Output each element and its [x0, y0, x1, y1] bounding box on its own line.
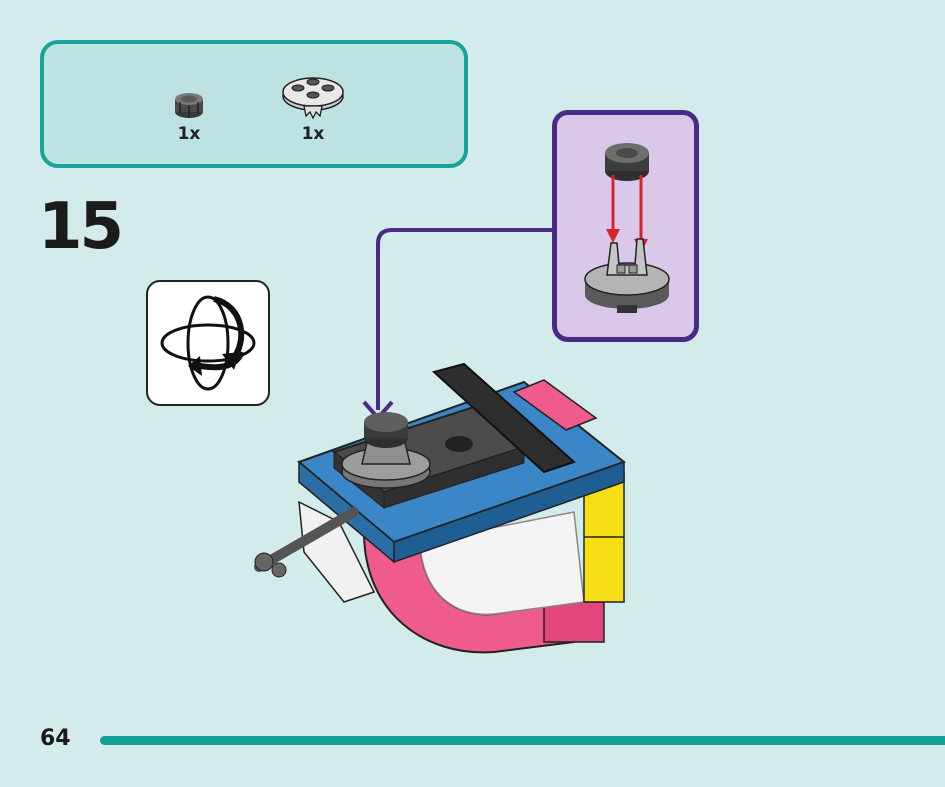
- plate-hole: [445, 436, 473, 452]
- page-number: 64: [40, 726, 71, 751]
- pink-back-brick: [512, 379, 598, 431]
- part-1-quantity: 1x: [177, 124, 201, 144]
- step-number: 15: [38, 190, 124, 264]
- part-item-2: 1x: [278, 68, 348, 144]
- round-black-part-icon: [605, 143, 649, 181]
- round-plate-with-clips-icon: [584, 238, 670, 313]
- part-2-quantity: 1x: [301, 124, 325, 144]
- parts-list-box: 1x 1x: [40, 40, 468, 168]
- footer-divider: [100, 736, 945, 745]
- model-illustration: [254, 362, 627, 654]
- rotate-model-icon: [160, 295, 256, 391]
- sub-assembly-callout: [552, 110, 699, 342]
- round-plate-with-clips-icon: [282, 77, 344, 120]
- sub-assembly-illustration: [584, 143, 670, 313]
- pink-base-plate: [543, 601, 605, 643]
- gray-claw-arm: [254, 507, 359, 578]
- attached-sub-assembly: [341, 412, 431, 489]
- round-black-part-icon: [175, 93, 203, 118]
- rotate-model-box: [146, 280, 270, 406]
- black-bar: [431, 362, 576, 474]
- part-item-1: 1x: [171, 88, 207, 144]
